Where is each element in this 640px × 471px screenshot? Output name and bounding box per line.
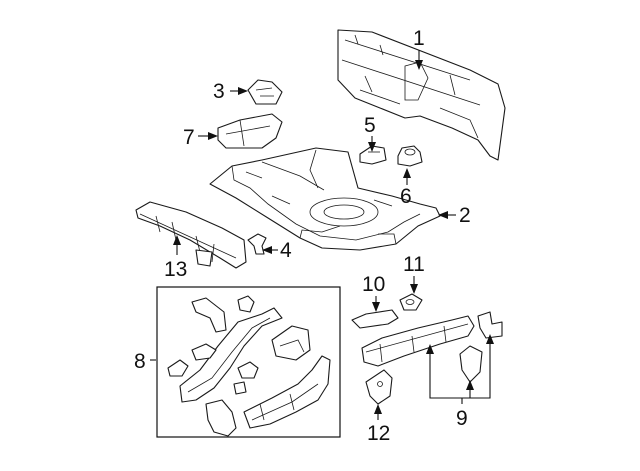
callout-labels: 1 2 3 4 5 6 7 8 9 10 11 12 13	[134, 27, 471, 445]
part-6-stopper[interactable]	[397, 145, 423, 167]
part-7-bracket[interactable]	[217, 113, 283, 149]
callout-4: 4	[280, 239, 292, 262]
callout-2: 2	[459, 204, 471, 227]
callout-10: 10	[362, 273, 385, 296]
part-8-assembly-box[interactable]	[156, 286, 341, 438]
callout-1: 1	[413, 27, 425, 50]
part-3-mount[interactable]	[247, 79, 283, 105]
part-4-clip[interactable]	[247, 233, 267, 255]
callout-3: 3	[213, 80, 225, 103]
callout-11: 11	[403, 253, 425, 276]
callout-12: 12	[367, 422, 390, 445]
callout-6: 6	[400, 185, 412, 208]
part-13-crossmember[interactable]	[135, 201, 247, 269]
part-10-bracket[interactable]	[351, 309, 399, 329]
callout-9: 9	[456, 407, 468, 430]
callout-7: 7	[183, 126, 195, 149]
part-12-bracket[interactable]	[365, 369, 393, 405]
callout-13: 13	[164, 258, 187, 281]
part-2-floor-pan[interactable]	[209, 147, 441, 251]
callout-8: 8	[134, 350, 146, 373]
part-1-rear-panel[interactable]	[337, 29, 506, 161]
leader-lines	[150, 50, 494, 420]
part-9-side-rail[interactable]	[361, 311, 503, 383]
part-11-grommet[interactable]	[399, 293, 423, 311]
callout-5: 5	[364, 114, 376, 137]
